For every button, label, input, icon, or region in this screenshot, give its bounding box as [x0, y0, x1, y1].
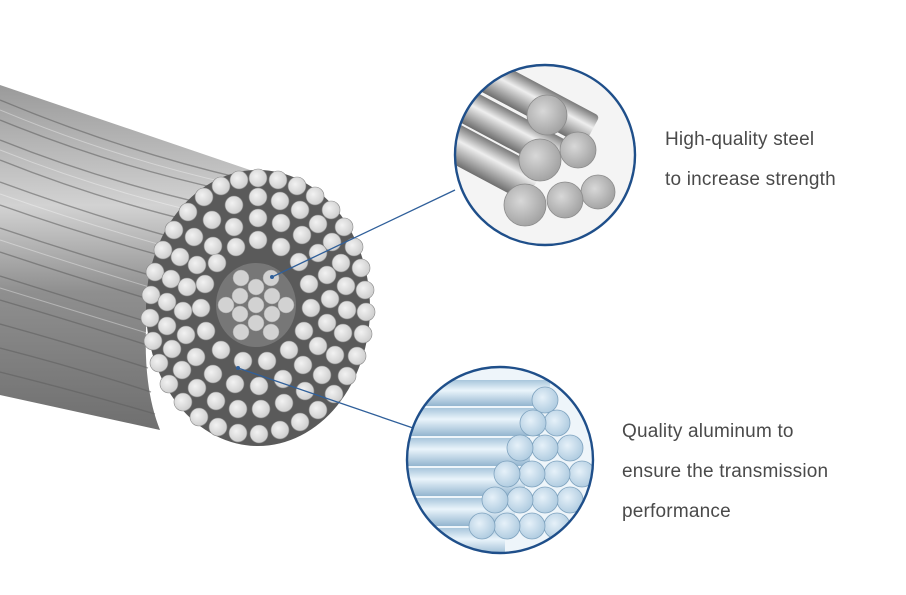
leader-line-aluminum — [237, 367, 414, 429]
aluminum-caption-line-3: performance — [622, 501, 731, 522]
aluminum-rods-callout-image — [405, 365, 595, 555]
cable-cross-section — [140, 168, 376, 446]
aluminum-callout-caption: Quality aluminum to ensure the transmiss… — [622, 412, 828, 532]
cable-body — [0, 85, 250, 430]
steel-caption-line-2: to increase strength — [665, 169, 836, 190]
steel-rods-callout-image — [453, 63, 637, 247]
leader-line-steel — [271, 189, 456, 278]
steel-caption-line-1: High-quality steel — [665, 129, 815, 150]
aluminum-caption-line-1: Quality aluminum to — [622, 421, 794, 442]
steel-callout-caption: High-quality steel to increase strength — [665, 120, 836, 200]
aluminum-caption-line-2: ensure the transmission — [622, 461, 829, 482]
